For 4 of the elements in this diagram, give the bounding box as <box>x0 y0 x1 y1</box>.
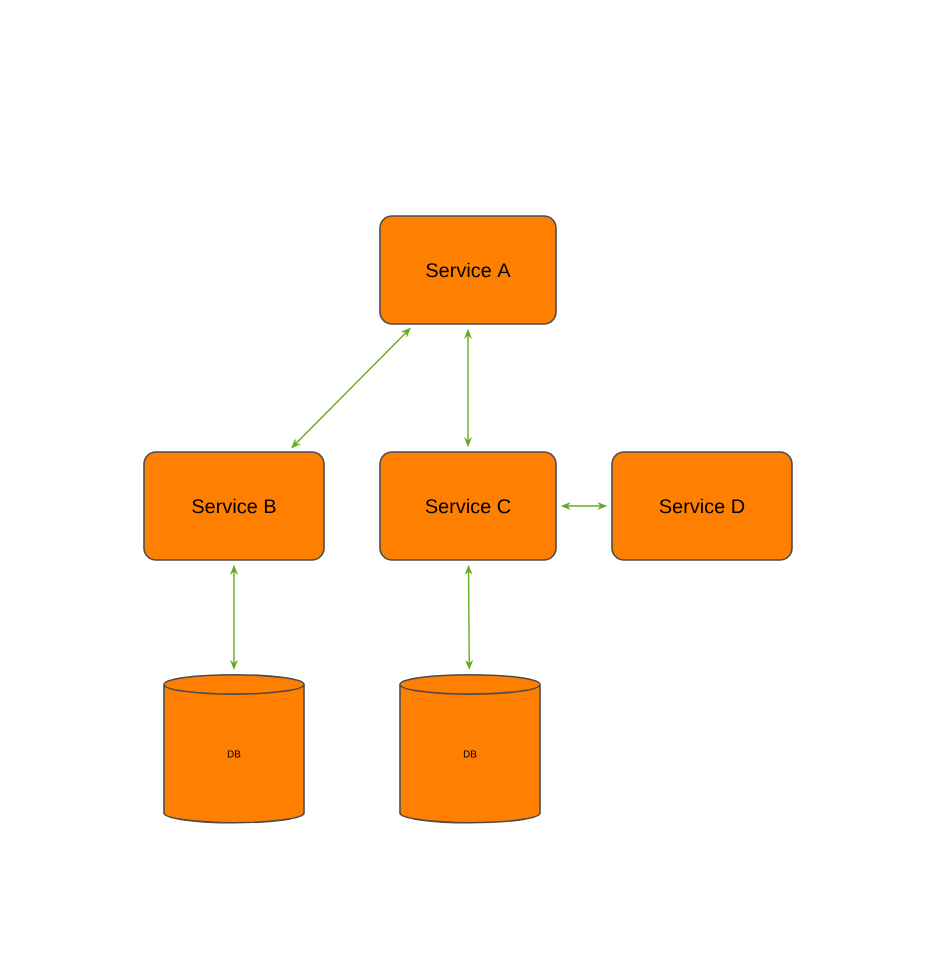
service-box: Service B <box>143 451 325 561</box>
service-box: Service D <box>611 451 793 561</box>
service-box: Service C <box>379 451 557 561</box>
service-box: Service A <box>379 215 557 325</box>
